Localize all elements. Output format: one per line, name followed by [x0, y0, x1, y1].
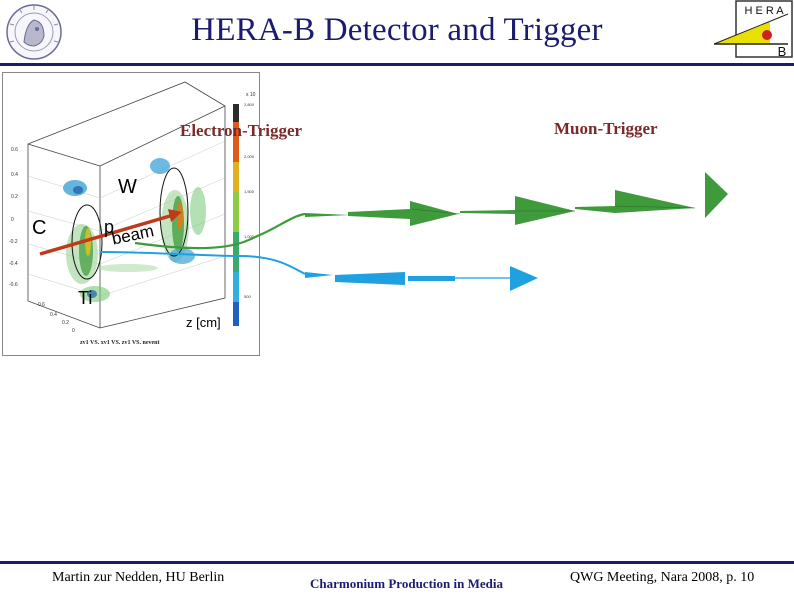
footer-meeting: QWG Meeting, Nara 2008, p. 10 — [570, 570, 755, 585]
university-seal-logo — [6, 4, 62, 60]
green-trigger-stage-3 — [460, 196, 575, 225]
plot-axis-caption: zv1 VS. xv1 VS. zv1 VS. nevent — [80, 340, 160, 346]
proton-label: p — [104, 217, 115, 237]
svg-text:0.6: 0.6 — [11, 147, 18, 153]
blue-track-line — [99, 251, 306, 275]
hera-logo-b: B — [778, 44, 787, 59]
electron-trigger-label: Electron-Trigger — [180, 121, 303, 140]
colorbar-caption: x 10 — [246, 92, 256, 98]
detector-plot-frame — [2, 72, 260, 356]
blue-trigger-stage-3 — [408, 276, 455, 281]
svg-text:-0.4: -0.4 — [9, 261, 18, 267]
svg-text:2,000: 2,000 — [244, 154, 255, 159]
svg-text:1,000: 1,000 — [244, 234, 255, 239]
svg-text:2,800: 2,800 — [244, 102, 255, 107]
beam-arrow-head — [168, 209, 182, 222]
footer-author: Martin zur Nedden, HU Berlin — [52, 570, 225, 585]
svg-text:0.4: 0.4 — [50, 312, 57, 318]
green-trigger-stage-5 — [705, 172, 728, 218]
green-trigger-stage-4 — [575, 190, 695, 213]
colorbar: 2,800 2,000 1,500 1,000 500 x 10 — [233, 92, 256, 326]
svg-text:-0.2: -0.2 — [9, 239, 18, 245]
green-trigger-stage-2 — [348, 201, 458, 226]
svg-text:500: 500 — [244, 294, 251, 299]
hera-b-logo: H E R A B — [713, 0, 793, 59]
svg-text:0.2: 0.2 — [62, 320, 69, 326]
blue-trigger-stage-4 — [510, 266, 538, 291]
svg-text:0: 0 — [72, 328, 75, 334]
green-track-line — [134, 212, 306, 250]
svg-text:0.2: 0.2 — [11, 194, 18, 200]
blue-trigger-stage-2 — [335, 272, 405, 285]
c-target-ring — [71, 204, 103, 280]
svg-text:0.4: 0.4 — [11, 172, 18, 178]
footer-topic: Charmonium Production in Media — [310, 576, 503, 591]
svg-text:0.6: 0.6 — [38, 302, 45, 308]
svg-text:-0.6: -0.6 — [9, 282, 18, 288]
detector-figure: 0.60.40.2 0-0.2-0.4 -0.60.60.4 0.20 — [9, 81, 728, 346]
title-rule — [0, 63, 794, 66]
target-label-c: C — [32, 217, 47, 239]
svg-text:1,500: 1,500 — [244, 189, 255, 194]
slide-title: HERA-B Detector and Trigger — [191, 12, 603, 48]
blue-trigger-stage-1 — [305, 272, 333, 278]
svg-text:0: 0 — [11, 217, 14, 223]
green-trigger-stage-1 — [305, 213, 350, 217]
z-axis-label: z [cm] — [186, 315, 221, 330]
muon-trigger-label: Muon-Trigger — [554, 119, 658, 138]
footer-rule — [0, 561, 794, 564]
hera-logo-letters: H E R A — [744, 5, 784, 17]
beam-arrow-line — [39, 214, 171, 256]
w-target-ring — [159, 167, 189, 257]
target-label-ti: Ti — [78, 288, 93, 308]
target-label-w: W — [118, 176, 137, 198]
